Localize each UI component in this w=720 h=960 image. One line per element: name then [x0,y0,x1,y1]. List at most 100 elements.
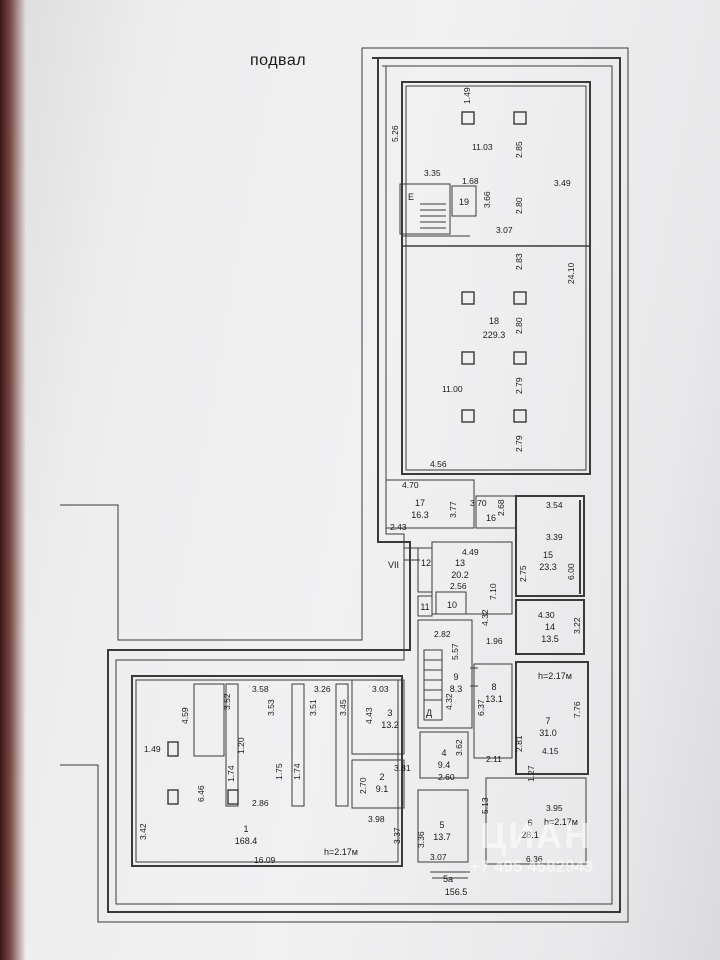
room-6-area: 28.1 [521,830,539,840]
dim: 7.76 [572,701,582,718]
room-18-area: 229.3 [483,330,506,340]
dim: 11.03 [472,142,493,152]
room-15-area: 23.3 [539,562,557,572]
room-1-num: 1 [243,824,248,834]
room-5-area: 13.7 [433,832,451,842]
room-3-area: 13.2 [381,720,399,730]
room-2-area: 9.1 [376,784,389,794]
height-label-2: h=2.17м [544,817,578,827]
room-10-num: 10 [447,600,457,610]
watermark-phone: +7 495 4582943 [470,857,594,876]
room-4-area: 9.4 [438,760,451,770]
dim: 1.74 [292,763,302,780]
room-4-num: 4 [441,748,446,758]
room-5-num: 5 [439,820,444,830]
dim: 4.56 [430,459,447,469]
room-8-area: 13.1 [485,694,503,704]
room-15-num: 15 [543,550,553,560]
dim: 4.59 [180,707,190,724]
dim: 2.56 [450,581,467,591]
room-7-num: 7 [545,716,550,726]
dim: 3.98 [368,814,385,824]
dim: 3.62 [454,739,464,756]
dim: 3.36 [416,831,426,848]
dim: 3.95 [546,803,563,813]
room-18-outline [401,81,591,475]
dim: 3.70 [470,498,487,508]
dim: 2.60 [438,772,455,782]
dim: 24.10 [566,262,576,284]
dim: 2.11 [486,754,502,764]
room-5-outline [417,789,469,863]
dim: 3.35 [424,168,441,178]
dim: 3.66 [482,191,492,208]
dim: 3.52 [222,693,232,710]
dim: 7.10 [488,583,498,600]
height-label-1: h=2.17м [538,671,572,681]
room-18-num: 18 [489,316,499,326]
room-11-num: 11 [420,602,429,612]
table-edge [0,0,26,960]
dim: 6.37 [476,699,486,716]
room-14-num: 14 [545,622,555,632]
height-label-3: h=2.17м [324,847,358,857]
room-12-num: 12 [421,558,431,568]
dim: 2.43 [390,522,407,532]
dim: 2.68 [496,499,506,516]
watermark-brand: ЦИАН [480,815,593,856]
dim: 3.03 [372,684,389,694]
dim: 2.83 [514,253,524,270]
dim: 3.42 [138,823,148,840]
dim: 1.20 [236,737,246,754]
room-labels: 18 229.3 17 16.3 16 15 23.3 14 13.5 13 2… [235,197,559,846]
room-1-area: 168.4 [235,836,258,846]
dim: 3.26 [314,684,331,694]
dim: 2.79 [514,435,524,452]
dim: 6.00 [566,563,576,580]
dimension-labels: 1.49 5.26 11.03 2.85 3.35 1.68 3.49 3.66… [138,87,582,865]
dim: 3.37 [392,827,402,844]
columns [167,111,527,805]
room-16-num: 16 [486,513,496,523]
room-8-outline [473,663,513,759]
dim: 11.00 [442,384,463,394]
section-roman: VII [388,560,399,570]
dim: 1.49 [462,87,472,104]
dim: 2.80 [514,197,524,214]
dim: 4.32 [480,609,490,626]
room-17-area: 16.3 [411,510,429,520]
room-4-outline [419,731,469,779]
dim: 3.81 [394,763,411,773]
room-9-outline [417,619,473,729]
dim: 3.45 [338,699,348,716]
dim: 2.80 [514,317,524,334]
dim: 5.57 [450,643,460,660]
room-7-area: 31.0 [539,728,557,738]
dim: 3.22 [572,617,582,634]
dim: 3.77 [448,501,458,518]
dim: 3.49 [554,178,571,188]
room-9-num: 9 [453,672,458,682]
room-14-outline [515,599,585,655]
dim: 1.96 [486,636,503,646]
dim: 2.85 [514,141,524,158]
dim: 1.75 [274,763,284,780]
plot-boundary [60,47,629,923]
room-19-num: 19 [459,197,469,207]
room-2-num: 2 [379,772,384,782]
outer-wall [107,57,621,913]
outer-wall-inner [115,65,613,905]
room-14-area: 13.5 [541,634,559,644]
total-label: 5а [443,874,453,884]
dim: 4.30 [538,610,555,620]
dim: 3.51 [308,699,318,716]
room-9-area: 8.3 [450,684,463,694]
room-3-num: 3 [387,708,392,718]
dim: 4.43 [364,707,374,724]
room-7-outline [515,661,589,775]
dim: 2.75 [518,565,528,582]
total-area: 156.5 [445,887,468,897]
